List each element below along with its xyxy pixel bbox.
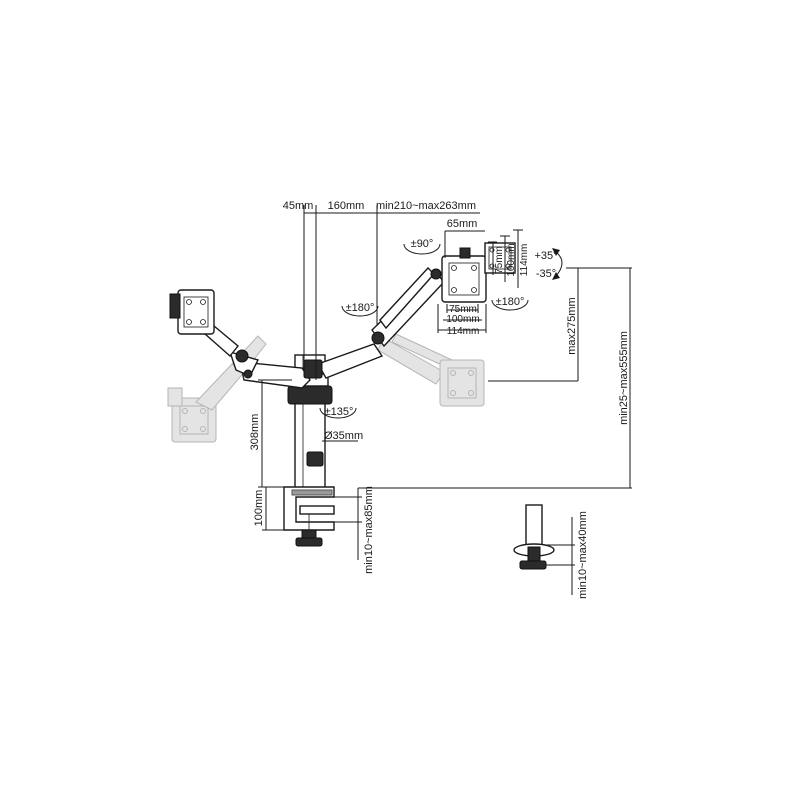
label-vesa-114v: 114mm: [519, 244, 530, 277]
label-308mm: 308mm: [249, 414, 261, 451]
label-vesa-100h: 100mm: [446, 314, 479, 325]
label-pole-diameter: Ø35mm: [324, 430, 363, 442]
angle-labels: ±90° +35° -35° ±180° ±180° ±135°: [325, 238, 558, 418]
ghost-left-monitor-plate: [171, 397, 217, 443]
right-monitor-plate: [441, 247, 487, 303]
label-arm-range: min210~max263mm: [376, 200, 476, 212]
cable-clip: [306, 451, 324, 467]
label-tilt-down: -35°: [536, 268, 556, 280]
label-vesa-114h: 114mm: [447, 326, 480, 337]
dimension-lines: [258, 205, 632, 560]
left-monitor-plate: [169, 289, 215, 335]
grommet-detail: [513, 504, 575, 595]
rotation-arrows: [319, 243, 563, 419]
ghost-right-monitor-plate: [439, 359, 485, 407]
vesa-pattern-view: [484, 242, 516, 274]
dimension-labels: 45mm 160mm min210~max263mm 65mm 75mm 100…: [249, 200, 630, 599]
label-vesa-75h: 75mm: [449, 304, 477, 315]
right-arm: [303, 266, 445, 379]
label-vesa-75v: 75mm: [494, 246, 505, 274]
label-swivel-base: ±135°: [325, 406, 354, 418]
label-100mm: 100mm: [253, 490, 265, 527]
label-max275mm: max275mm: [566, 297, 578, 354]
label-45mm: 45mm: [283, 200, 314, 212]
label-rotate-90: ±90°: [411, 238, 434, 250]
label-swivel-arm: ±180°: [346, 302, 375, 314]
label-160mm: 160mm: [328, 200, 365, 212]
label-height-range: min25~max555mm: [618, 331, 630, 425]
label-vesa-100v: 100mm: [506, 243, 517, 276]
label-swivel-head: ±180°: [496, 296, 525, 308]
label-tilt-up: +35°: [534, 250, 557, 262]
desk-clamp: [283, 486, 335, 547]
label-clamp-range: min10~max85mm: [363, 486, 375, 574]
label-65mm: 65mm: [447, 218, 478, 230]
label-grommet-range: min10~max40mm: [577, 511, 589, 599]
